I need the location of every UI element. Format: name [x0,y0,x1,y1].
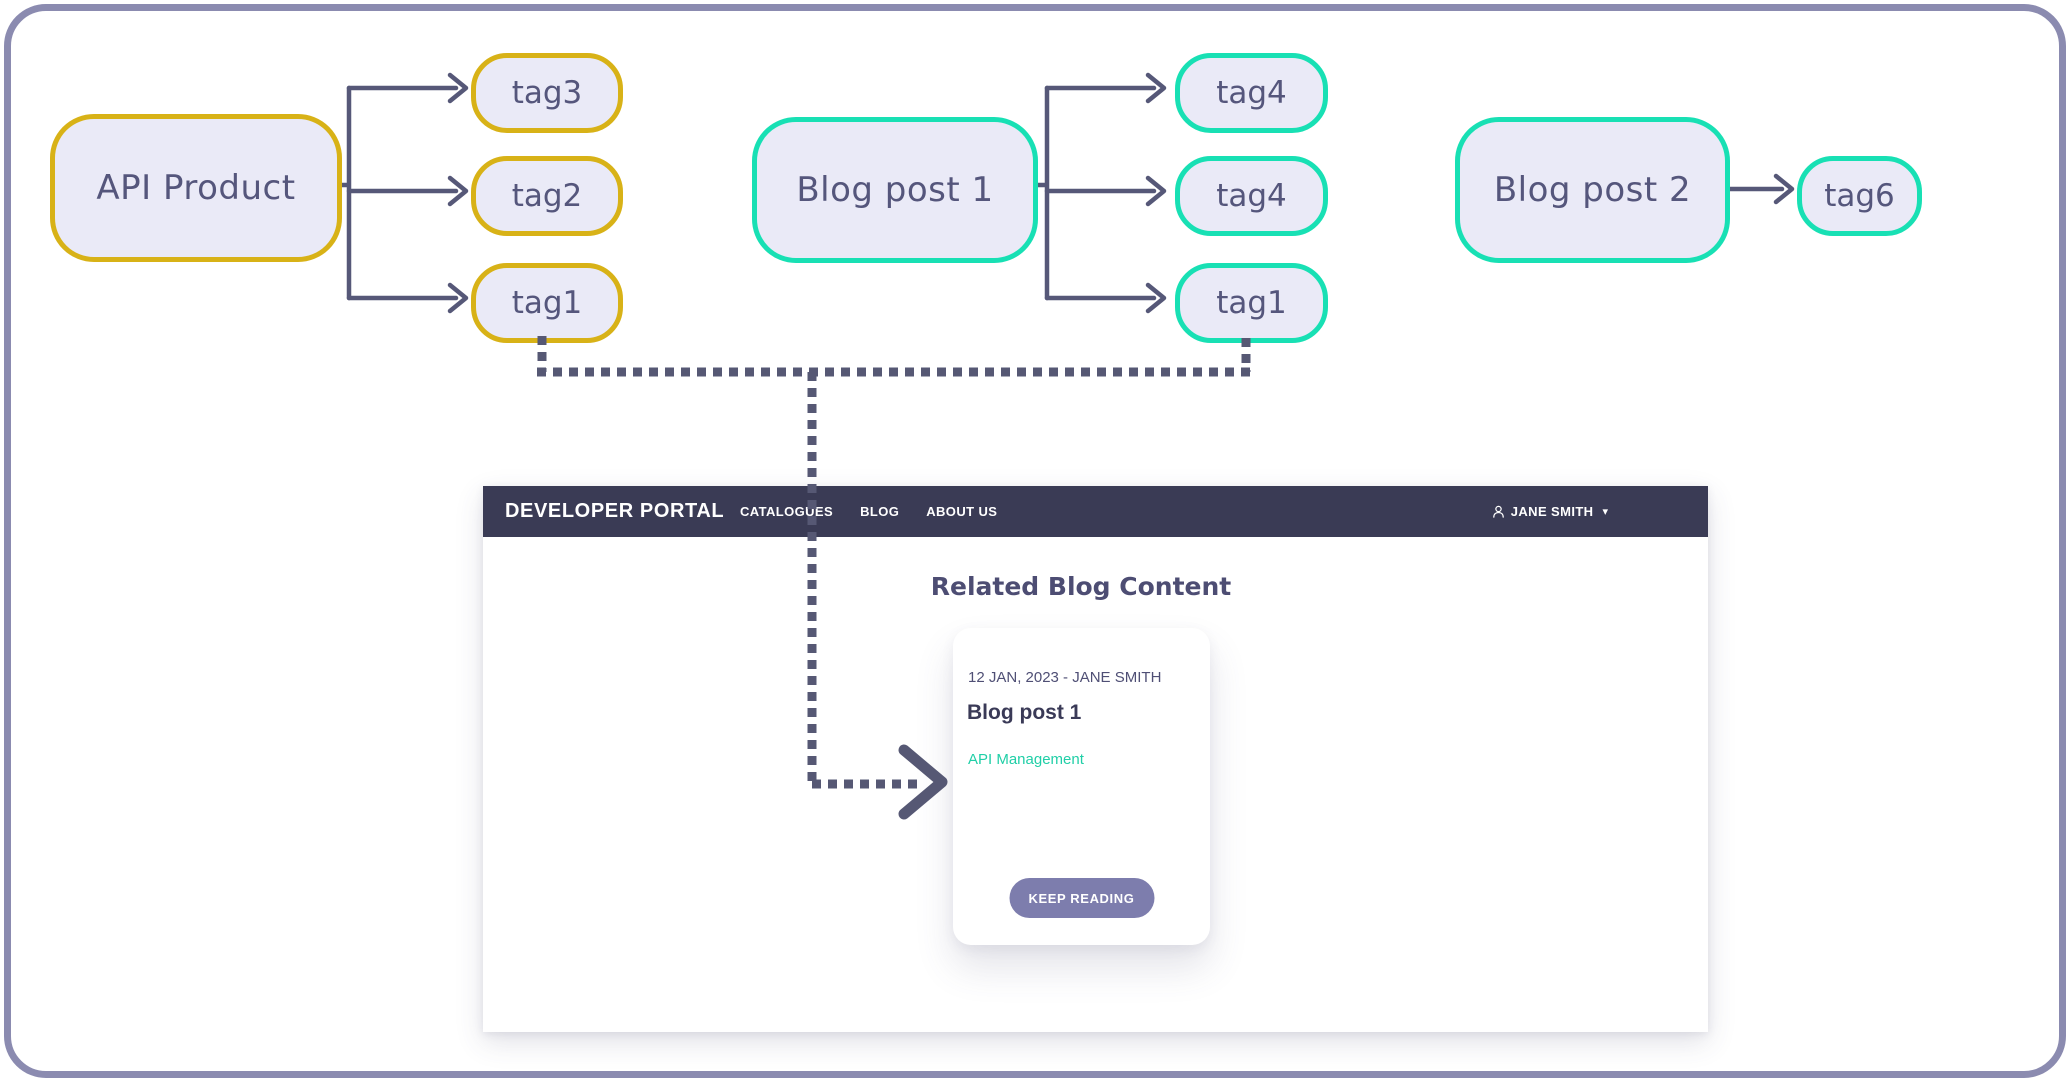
blog-card-title: Blog post 1 [967,701,1082,724]
blog-card[interactable]: 12 JAN, 2023 - JANE SMITH Blog post 1 AP… [953,628,1210,945]
blog-card-meta: 12 JAN, 2023 - JANE SMITH [968,669,1162,686]
tag-pill: tag1 [471,263,623,343]
tag-pill: tag2 [471,156,623,236]
keep-reading-button[interactable]: KEEP READING [1009,878,1154,918]
blog-post-1-node: Blog post 1 [752,117,1038,263]
nav-item-catalogues[interactable]: CATALOGUES [740,504,834,519]
tag-label: tag3 [511,75,583,111]
api-product-node: API Product [50,114,342,262]
tag-label: tag4 [1216,178,1287,214]
user-name: JANE SMITH [1510,504,1594,519]
blog-card-tag-link[interactable]: API Management [968,751,1084,768]
tag-label: tag1 [511,285,583,321]
tag-pill: tag6 [1797,156,1922,236]
related-blog-content-heading: Related Blog Content [930,572,1232,601]
user-menu[interactable]: JANE SMITH ▾ [1491,486,1608,537]
api-product-label: API Product [96,168,296,208]
blog-post-2-label: Blog post 2 [1493,170,1692,210]
tag-label: tag4 [1216,75,1287,111]
blog-post-1-label: Blog post 1 [796,170,994,210]
tag-label: tag1 [1216,285,1287,321]
nav-item-about-us[interactable]: ABOUT US [926,504,998,519]
tag-pill: tag4 [1175,53,1328,133]
developer-portal-window: DEVELOPER PORTAL CATALOGUES BLOG ABOUT U… [483,486,1708,1032]
tag-label: tag6 [1824,178,1895,214]
blog-post-2-node: Blog post 2 [1455,117,1730,263]
tag-label: tag2 [511,178,583,214]
portal-nav: CATALOGUES BLOG ABOUT US [740,486,997,537]
person-icon [1492,505,1504,518]
portal-brand[interactable]: DEVELOPER PORTAL [505,500,725,522]
tag-pill: tag4 [1175,156,1328,236]
tag-pill: tag3 [471,53,623,133]
nav-item-blog[interactable]: BLOG [860,504,900,519]
tag-pill: tag1 [1175,263,1328,343]
chevron-down-icon: ▾ [1602,506,1608,518]
portal-header: DEVELOPER PORTAL CATALOGUES BLOG ABOUT U… [483,486,1708,537]
